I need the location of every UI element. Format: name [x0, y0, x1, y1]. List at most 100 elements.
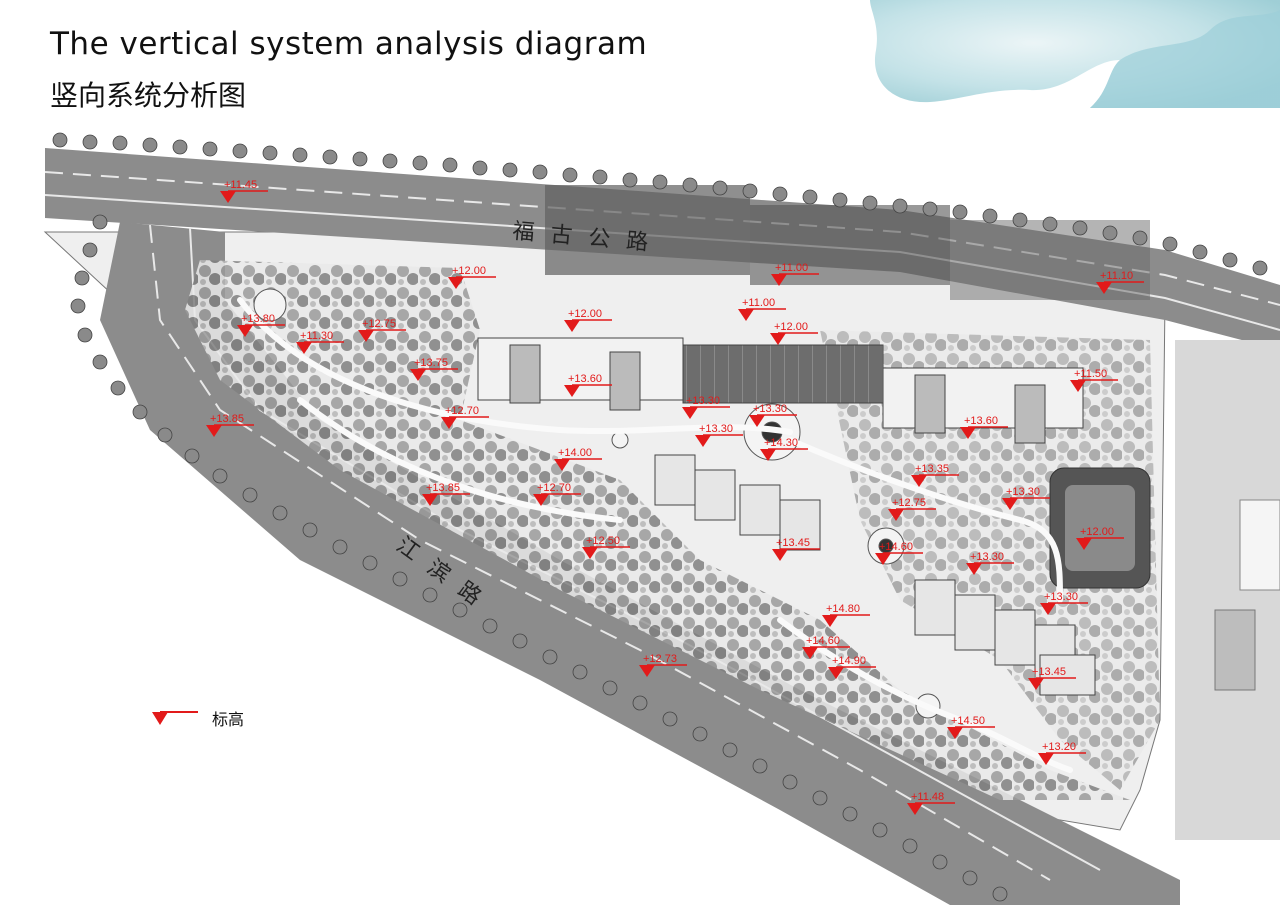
elevation-marker: +12.50 [582, 535, 630, 559]
elevation-marker-icon [1096, 282, 1112, 294]
elevation-value: +12.75 [892, 497, 926, 509]
elevation-marker: +14.80 [822, 603, 870, 627]
elevation-marker: +13.30 [1040, 591, 1088, 615]
diagram-title-zh: 竖向系统分析图 [50, 79, 247, 112]
elevation-value: +13.30 [1044, 591, 1078, 603]
elevation-marker-icon [441, 417, 457, 429]
elevation-value: +13.60 [568, 373, 602, 385]
elevation-marker: +12.00 [770, 321, 818, 345]
elevation-value: +12.70 [537, 482, 571, 494]
elevation-value: +14.90 [832, 655, 866, 667]
elevation-marker: +13.45 [772, 537, 820, 561]
sports-field [1049, 467, 1151, 589]
elevation-value: +12.00 [1080, 526, 1114, 538]
elevation-value: +12.00 [568, 308, 602, 320]
elevation-marker-icon [422, 494, 438, 506]
elevation-marker-icon [206, 425, 222, 437]
elevation-marker: +11.48 [907, 791, 955, 815]
north-road [44, 132, 1280, 350]
legend: 标高 [152, 706, 244, 730]
elevation-marker-icon [237, 325, 253, 337]
elevation-marker: +11.00 [771, 262, 819, 286]
elevation-marker-icon [448, 277, 464, 289]
elevation-marker: +13.30 [966, 551, 1014, 575]
elevation-marker: +12.00 [448, 265, 496, 289]
elevation-marker-icon [822, 615, 838, 627]
elevation-marker: +12.70 [533, 482, 581, 506]
elevation-value: +13.85 [210, 413, 244, 425]
elevation-marker-icon [1028, 678, 1044, 690]
elevation-marker-icon [828, 667, 844, 679]
elevation-marker: +13.60 [960, 415, 1008, 439]
elevation-value: +14.80 [826, 603, 860, 615]
elevation-value: +11.10 [1100, 270, 1133, 282]
elevation-marker: +11.00 [738, 297, 786, 321]
elevation-value: +13.30 [699, 423, 733, 435]
elevation-marker-icon [749, 415, 765, 427]
elevation-marker: +13.35 [911, 463, 959, 487]
elevation-marker: +13.30 [1002, 486, 1050, 510]
elevation-marker: +12.73 [639, 653, 687, 677]
elevation-value: +12.00 [774, 321, 808, 333]
elevation-marker: +13.45 [1028, 666, 1076, 690]
elevation-marker: +13.30 [695, 423, 743, 447]
elevation-marker: +12.75 [358, 318, 406, 342]
elevation-value: +14.60 [806, 635, 840, 647]
elevation-marker-icon [410, 369, 426, 381]
elevation-marker: +14.50 [947, 715, 995, 739]
elevation-marker: +11.50 [1070, 368, 1118, 392]
elevation-value: +13.45 [1032, 666, 1066, 678]
elevation-value: +12.73 [643, 653, 677, 665]
elevation-marker-icon [639, 665, 655, 677]
elevation-marker-icon [358, 330, 374, 342]
north-buildings [477, 337, 1084, 444]
elevation-marker-icon [1038, 753, 1054, 765]
elevation-marker: +13.80 [237, 313, 285, 337]
elevation-value: +13.30 [970, 551, 1004, 563]
elevation-value: +13.45 [776, 537, 810, 549]
elevation-marker: +14.30 [760, 437, 808, 461]
elevation-marker-icon [220, 191, 236, 203]
elevation-value: +11.00 [775, 262, 808, 274]
elevation-marker-icon [947, 727, 963, 739]
elevation-marker: +14.90 [828, 655, 876, 679]
elevation-value: +13.35 [915, 463, 949, 475]
elevation-marker-icon [1040, 603, 1056, 615]
elevation-value: +14.30 [764, 437, 798, 449]
elevation-marker: +11.10 [1096, 270, 1144, 294]
elevation-marker: +12.75 [888, 497, 936, 521]
elevation-marker-icon [802, 647, 818, 659]
elevation-marker-icon [554, 459, 570, 471]
elevation-marker-icon [152, 711, 198, 725]
elevation-marker-icon [564, 385, 580, 397]
elevation-value: +12.50 [586, 535, 620, 547]
elevation-marker-icon [695, 435, 711, 447]
elevation-value: +13.85 [426, 482, 460, 494]
elevation-value: +13.30 [686, 395, 720, 407]
elevation-marker: +14.00 [554, 447, 602, 471]
elevation-value: +13.75 [414, 357, 448, 369]
elevation-marker-icon [911, 475, 927, 487]
elevation-marker-icon [771, 274, 787, 286]
elevation-value: +12.70 [445, 405, 479, 417]
elevation-marker: +13.85 [422, 482, 470, 506]
elevation-value: +13.60 [964, 415, 998, 427]
elevation-marker: +14.60 [875, 541, 923, 565]
elevation-marker-icon [760, 449, 776, 461]
elevation-marker-icon [888, 509, 904, 521]
elevation-marker-icon [296, 342, 312, 354]
elevation-value: +14.50 [951, 715, 985, 727]
legend-label: 标高 [212, 710, 245, 729]
elevation-value: +11.00 [742, 297, 775, 309]
elevation-marker-icon [875, 553, 891, 565]
elevation-marker: +13.30 [682, 395, 730, 419]
elevation-marker-icon [582, 547, 598, 559]
elevation-marker-icon [1070, 380, 1086, 392]
elevation-marker-icon [533, 494, 549, 506]
elevation-marker-icon [564, 320, 580, 332]
elevation-value: +14.60 [879, 541, 913, 553]
elevation-markers: +11.45+12.00+11.00+11.10+13.80+11.30+12.… [206, 179, 1144, 815]
elevation-marker-icon [1002, 498, 1018, 510]
elevation-value: +13.30 [753, 403, 787, 415]
elevation-marker: +14.60 [802, 635, 850, 659]
